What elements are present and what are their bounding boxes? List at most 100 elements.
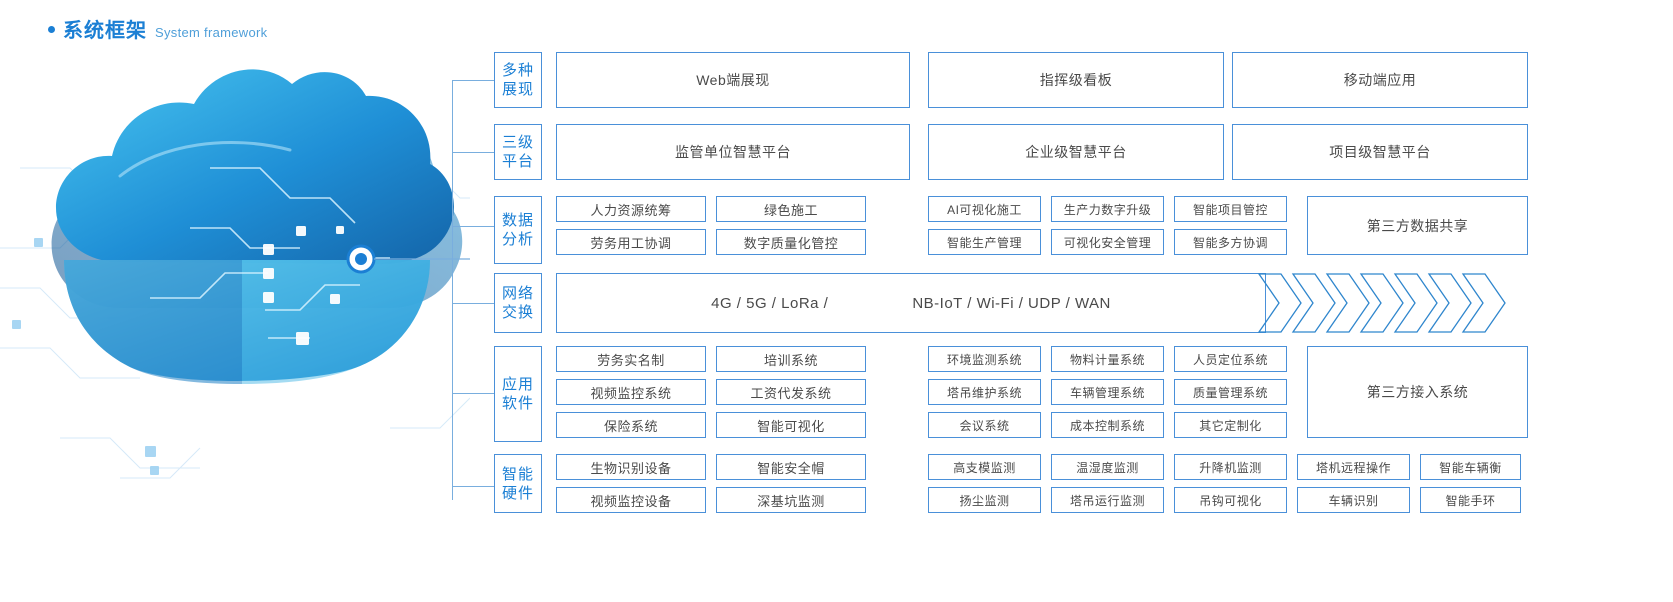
group-data-left: 人力资源统筹 绿色施工 劳务用工协调 数字质量化管控 xyxy=(556,196,866,255)
cell-label: 智能安全帽 xyxy=(757,460,825,476)
cell-label: 成本控制系统 xyxy=(1069,418,1145,433)
cell-smart-project-control[interactable]: 智能项目管控 xyxy=(1174,196,1287,222)
cell-label: 工资代发系统 xyxy=(750,385,832,401)
cell-label: 塔吊维护系统 xyxy=(946,385,1022,400)
cell-personnel-positioning[interactable]: 人员定位系统 xyxy=(1174,346,1287,372)
cell-smart-multiparty-coord[interactable]: 智能多方协调 xyxy=(1174,229,1287,255)
row-label-line: 网络 xyxy=(501,285,534,302)
cell-label: 其它定制化 xyxy=(1199,418,1262,433)
cell-productivity-upgrade[interactable]: 生产力数字升级 xyxy=(1051,196,1164,222)
cell-training-system[interactable]: 培训系统 xyxy=(716,346,866,372)
cell-ai-visual-construction[interactable]: AI可视化施工 xyxy=(928,196,1041,222)
connector-tick xyxy=(452,226,494,227)
cell-label: 指挥级看板 xyxy=(1039,72,1113,88)
cell-label: 生物识别设备 xyxy=(590,460,672,476)
cell-row: 保险系统 智能可视化 xyxy=(556,412,866,438)
cell-row: 智能生产管理 可视化安全管理 智能多方协调 xyxy=(928,229,1287,255)
cell-payroll-system[interactable]: 工资代发系统 xyxy=(716,379,866,405)
cell-label: 劳务实名制 xyxy=(597,352,665,368)
cell-hook-visualization[interactable]: 吊钩可视化 xyxy=(1174,487,1287,513)
cell-regulator-platform[interactable]: 监管单位智慧平台 xyxy=(556,124,910,180)
cell-command-dashboard[interactable]: 指挥级看板 xyxy=(928,52,1224,108)
cell-vehicle-management[interactable]: 车辆管理系统 xyxy=(1051,379,1164,405)
group-app-left: 劳务实名制 培训系统 视频监控系统 工资代发系统 保险系统 智能可视化 xyxy=(556,346,866,438)
cell-row: 视频监控设备 深基坑监测 xyxy=(556,487,866,513)
cell-other-customization[interactable]: 其它定制化 xyxy=(1174,412,1287,438)
cell-digital-quality-control[interactable]: 数字质量化管控 xyxy=(716,229,866,255)
cell-vehicle-recognition[interactable]: 车辆识别 xyxy=(1297,487,1410,513)
cell-label: 智能手环 xyxy=(1445,493,1496,508)
cell-smart-production-mgmt[interactable]: 智能生产管理 xyxy=(928,229,1041,255)
cell-label: 企业级智慧平台 xyxy=(1025,144,1127,160)
cell-label: 第三方数据共享 xyxy=(1366,217,1469,234)
row-label-network-exchange: 网络 交换 xyxy=(494,273,542,333)
connector-tick xyxy=(452,303,494,304)
cell-video-surveillance-system[interactable]: 视频监控系统 xyxy=(556,379,706,405)
cell-row: 生物识别设备 智能安全帽 xyxy=(556,454,866,480)
cell-green-construction[interactable]: 绿色施工 xyxy=(716,196,866,222)
cell-tower-crane-operation-monitoring[interactable]: 塔吊运行监测 xyxy=(1051,487,1164,513)
page-title-en: System framework xyxy=(155,25,268,40)
cell-dust-monitoring[interactable]: 扬尘监测 xyxy=(928,487,1041,513)
cell-row: 劳务实名制 培训系统 xyxy=(556,346,866,372)
cell-video-surveillance-device[interactable]: 视频监控设备 xyxy=(556,487,706,513)
cell-label: 物料计量系统 xyxy=(1069,352,1145,367)
cell-row: AI可视化施工 生产力数字升级 智能项目管控 xyxy=(928,196,1287,222)
cell-label: 塔机远程操作 xyxy=(1315,460,1391,475)
cell-third-party-data-sharing[interactable]: 第三方数据共享 xyxy=(1307,196,1528,255)
cell-row: 扬尘监测 塔吊运行监测 吊钩可视化 车辆识别 智能手环 xyxy=(928,487,1521,513)
cell-web-display[interactable]: Web端展现 xyxy=(556,52,910,108)
cell-meeting-system[interactable]: 会议系统 xyxy=(928,412,1041,438)
cell-high-formwork-monitoring[interactable]: 高支模监测 xyxy=(928,454,1041,480)
cell-insurance-system[interactable]: 保险系统 xyxy=(556,412,706,438)
row-label-line: 软件 xyxy=(501,395,534,412)
cell-label: 保险系统 xyxy=(603,418,658,434)
cell-label: 项目级智慧平台 xyxy=(1329,144,1431,160)
row-label-line: 交换 xyxy=(501,304,534,321)
cell-label: 劳务用工协调 xyxy=(590,235,672,251)
cell-labor-coordination[interactable]: 劳务用工协调 xyxy=(556,229,706,255)
cell-smart-helmet[interactable]: 智能安全帽 xyxy=(716,454,866,480)
cell-quality-management[interactable]: 质量管理系统 xyxy=(1174,379,1287,405)
cell-label: 监管单位智慧平台 xyxy=(675,144,791,160)
cell-deep-pit-monitoring[interactable]: 深基坑监测 xyxy=(716,487,866,513)
cell-smart-wristband[interactable]: 智能手环 xyxy=(1420,487,1521,513)
row-label-line: 分析 xyxy=(501,231,534,248)
cell-temp-humidity-monitoring[interactable]: 温湿度监测 xyxy=(1051,454,1164,480)
cell-label: 绿色施工 xyxy=(763,202,818,218)
cell-label: 培训系统 xyxy=(763,352,818,368)
cell-third-party-access-system[interactable]: 第三方接入系统 xyxy=(1307,346,1528,438)
cell-lift-monitoring[interactable]: 升降机监测 xyxy=(1174,454,1287,480)
cell-label: 移动端应用 xyxy=(1343,72,1417,88)
row-label-smart-hardware: 智能 硬件 xyxy=(494,454,542,513)
cell-label: 车辆识别 xyxy=(1328,493,1379,508)
cell-biometric-device[interactable]: 生物识别设备 xyxy=(556,454,706,480)
cell-tower-crane-maintenance[interactable]: 塔吊维护系统 xyxy=(928,379,1041,405)
cell-smart-weighbridge[interactable]: 智能车辆衡 xyxy=(1420,454,1521,480)
cell-enterprise-platform[interactable]: 企业级智慧平台 xyxy=(928,124,1224,180)
cell-labor-real-name[interactable]: 劳务实名制 xyxy=(556,346,706,372)
cell-label: 吊钩可视化 xyxy=(1199,493,1262,508)
cell-label: 扬尘监测 xyxy=(959,493,1010,508)
cell-cost-control[interactable]: 成本控制系统 xyxy=(1051,412,1164,438)
cell-network-protocols[interactable]: 4G / 5G / LoRa / NB-IoT / Wi-Fi / UDP / … xyxy=(556,273,1266,333)
row-label-line: 三级 xyxy=(501,134,534,151)
cell-project-platform[interactable]: 项目级智慧平台 xyxy=(1232,124,1528,180)
group-app-mid: 环境监测系统 物料计量系统 人员定位系统 塔吊维护系统 车辆管理系统 质量管理系… xyxy=(928,346,1287,438)
cell-label: 深基坑监测 xyxy=(757,493,825,509)
connector-tick xyxy=(452,80,494,81)
cell-label: 智能可视化 xyxy=(757,418,825,434)
cell-label: 人员定位系统 xyxy=(1192,352,1268,367)
cell-label: 智能项目管控 xyxy=(1192,202,1268,217)
cell-smart-visualization[interactable]: 智能可视化 xyxy=(716,412,866,438)
cell-label: 质量管理系统 xyxy=(1192,385,1268,400)
cell-hr-planning[interactable]: 人力资源统筹 xyxy=(556,196,706,222)
cell-material-metering[interactable]: 物料计量系统 xyxy=(1051,346,1164,372)
cell-row: 人力资源统筹 绿色施工 xyxy=(556,196,866,222)
cell-label: 车辆管理系统 xyxy=(1069,385,1145,400)
cell-visual-safety-mgmt[interactable]: 可视化安全管理 xyxy=(1051,229,1164,255)
cell-tower-remote-operation[interactable]: 塔机远程操作 xyxy=(1297,454,1410,480)
cell-environment-monitoring[interactable]: 环境监测系统 xyxy=(928,346,1041,372)
group-data-mid: AI可视化施工 生产力数字升级 智能项目管控 智能生产管理 可视化安全管理 智能… xyxy=(928,196,1287,255)
cell-mobile-app[interactable]: 移动端应用 xyxy=(1232,52,1528,108)
